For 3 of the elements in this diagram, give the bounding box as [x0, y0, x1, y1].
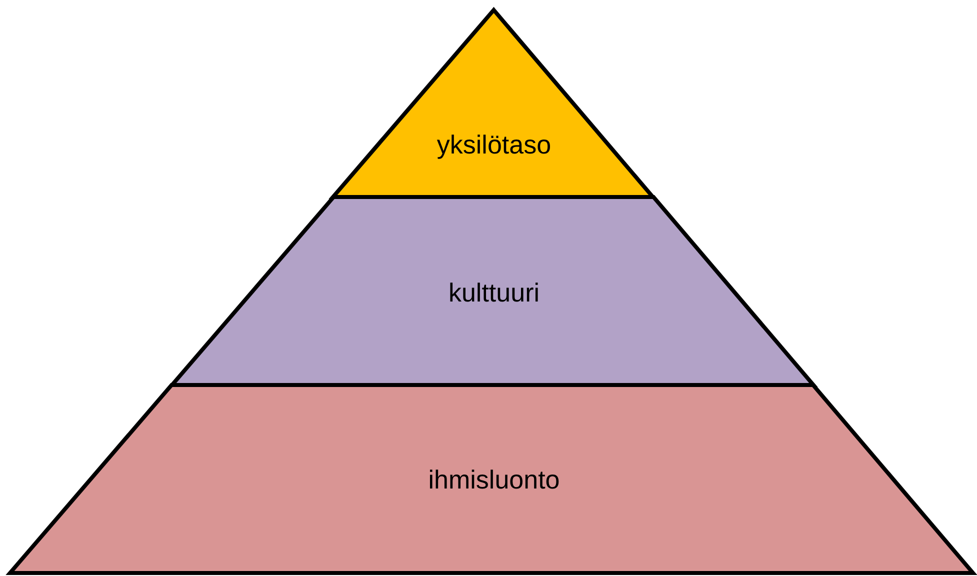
level-label: ihmisluonto [428, 464, 560, 496]
level-label: kulttuuri [448, 278, 540, 308]
level-label: yksilötaso [436, 130, 552, 160]
